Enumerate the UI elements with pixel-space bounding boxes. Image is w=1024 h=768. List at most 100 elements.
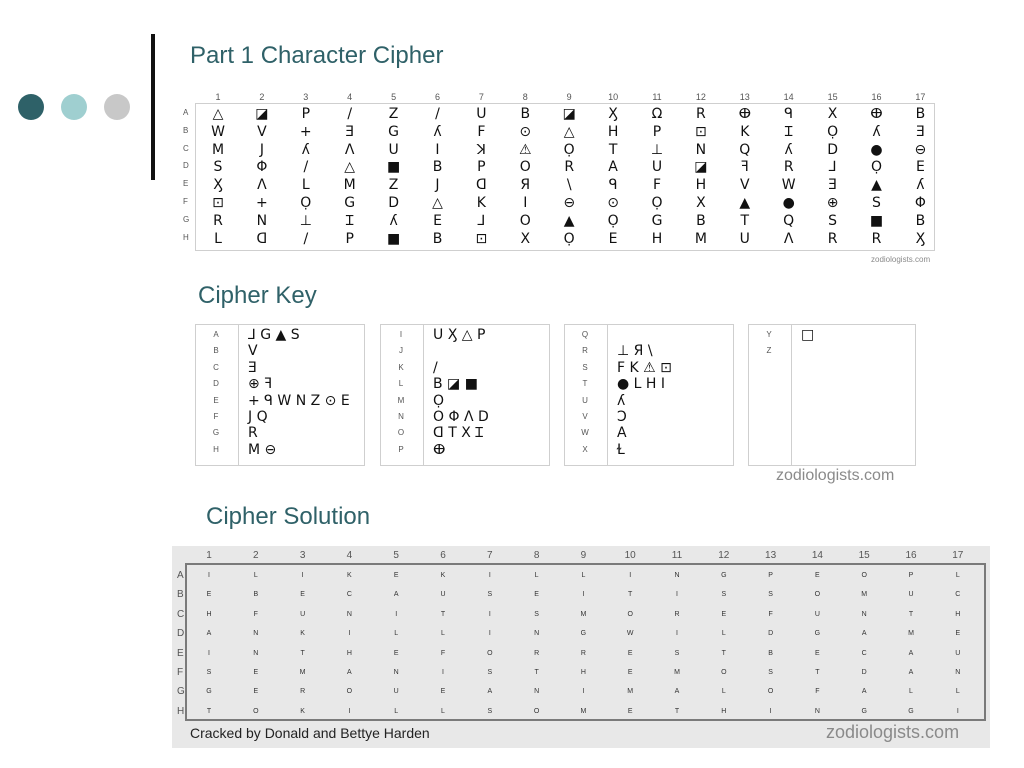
cipher-symbol: Z [388,106,399,122]
key-symbols: R [248,425,258,442]
solution-letter: B [768,649,773,657]
solution-letter: E [627,649,633,657]
key-letter: R [582,346,588,356]
solution-letter: M [299,669,306,676]
key-letter: S [582,362,588,372]
cipher-symbol: ▲ [563,212,575,229]
solution-letter: G [721,572,727,579]
cipher-symbol: ⅃ [477,212,486,229]
solution-letter: L [909,688,913,696]
key-letter: F [213,412,219,421]
cipher-symbol: G [344,195,356,211]
solution-letter: S [487,707,493,715]
cipher-symbol: U [651,159,663,176]
cipher-symbol: ꟻ [740,159,749,176]
solution-letter: L [253,572,258,579]
solution-letter: I [488,630,491,638]
solution-letter: E [815,572,820,579]
cipher-symbol: ◪ [694,159,708,176]
solution-letter: L [955,688,960,696]
column-number: 6 [434,92,440,102]
cipher-symbol: S [828,212,838,229]
column-number: 5 [391,92,397,102]
solution-column-number: 7 [487,550,493,561]
solution-letter: A [347,669,352,676]
cipher-symbol: B [696,212,706,229]
key-panel-divider [238,325,239,465]
key-symbols: □ [801,327,815,343]
solution-row-letter: G [177,686,185,698]
part1-grid-border [195,103,935,251]
solution-column-number: 13 [765,550,777,561]
key-panel-divider [423,325,424,465]
solution-letter: L [441,707,445,715]
cipher-symbol: Ӽ [213,177,223,194]
cipher-symbol: ʎ [784,141,793,158]
solution-column-number: 9 [580,550,587,561]
cipher-symbol: H [651,230,663,247]
cipher-symbol: I [523,195,528,211]
solution-letter: M [627,688,634,696]
cipher-symbol: J [259,141,264,158]
solution-letter: O [346,688,353,696]
cipher-symbol: L [301,177,310,194]
solution-letter: E [534,591,539,599]
solution-letter: I [208,649,210,657]
column-number: 11 [652,92,662,102]
cipher-symbol: △ [563,123,575,140]
key-letter: J [399,346,403,356]
key-symbols: ● L H I [617,376,666,393]
column-number: 2 [259,92,265,102]
key-symbols: M ⊖ [248,441,277,458]
cipher-symbol: / [435,106,440,122]
solution-row-letter: F [177,667,184,678]
row-letter: H [183,232,189,242]
solution-letter: N [346,610,352,618]
solution-letter: A [674,688,680,696]
solution-letter: S [487,669,493,676]
solution-letter: K [440,572,446,579]
cipher-symbol: Ω [651,106,663,122]
cipher-symbol: K [476,195,486,211]
cipher-symbol: P [477,159,486,176]
solution-letter: S [206,669,212,676]
solution-letter: T [908,610,914,618]
key-letter: Z [766,346,772,356]
solution-letter: U [440,591,446,599]
solution-letter: K [347,572,352,579]
cipher-symbol: Φ [914,195,926,211]
cipher-symbol: ⊡ [475,230,488,247]
solution-letter: O [767,688,774,696]
cipher-symbol: ⴲ [870,106,883,122]
column-number: 14 [783,92,794,102]
cipher-symbol: ᑫ [784,106,794,122]
solution-letter: N [534,630,540,638]
key-letter: V [582,412,588,421]
cipher-symbol: B [520,106,531,122]
cipher-symbol: △ [212,106,224,122]
cipher-symbol: W [781,177,796,194]
decor-dot-3 [104,94,130,120]
cipher-symbol: ⊥ [650,141,664,158]
cipher-symbol: Ọ [651,195,663,211]
column-number: 9 [566,92,572,102]
decor-dot-2 [61,94,87,120]
cipher-symbol: Я [520,177,531,194]
solution-letter: E [253,688,259,696]
cipher-symbol: N [695,141,707,158]
solution-column-number: 4 [346,550,353,561]
row-letter: G [183,214,190,224]
solution-letter: A [861,688,867,696]
solution-column-number: 1 [206,550,212,561]
key-symbols: A [617,425,627,442]
solution-letter: N [534,688,540,696]
solution-letter: A [908,649,914,657]
solution-credit: Cracked by Donald and Bettye Harden [190,725,430,741]
cipher-symbol: ⴲ [738,106,752,122]
solution-letter: O [533,707,540,715]
cipher-symbol: D [827,141,838,158]
solution-letter: F [815,688,820,696]
column-number: 1 [215,92,221,102]
solution-letter: I [769,707,772,715]
